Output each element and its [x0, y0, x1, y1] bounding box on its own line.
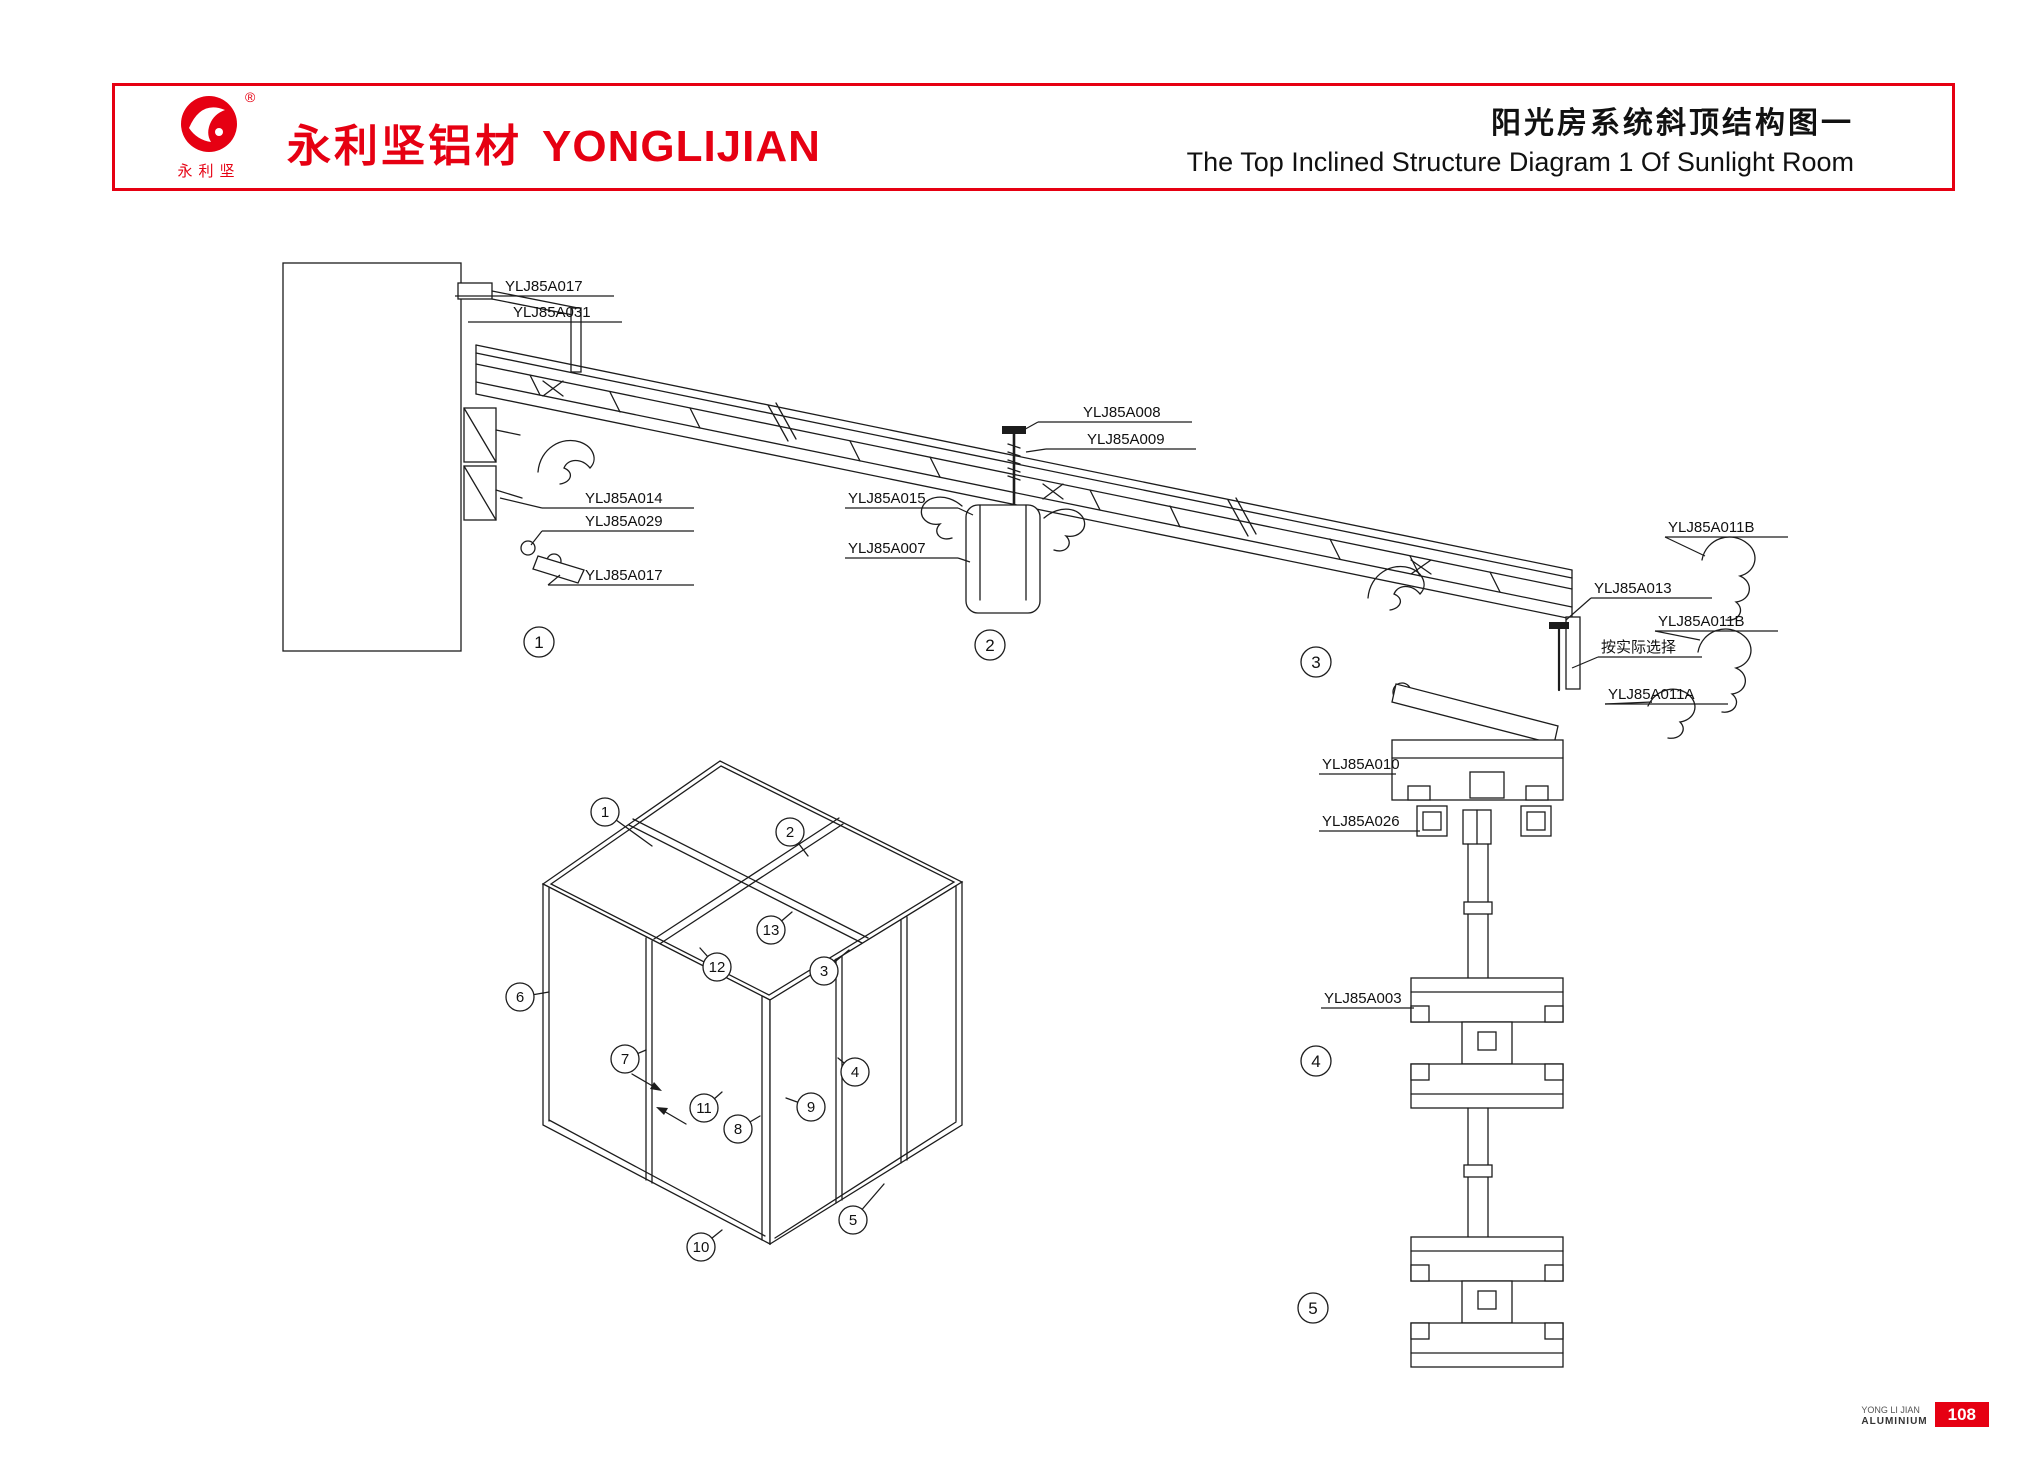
iso-callout-number: 6 [516, 989, 524, 1006]
mullion-tube [1463, 843, 1493, 979]
iso-callout: 12 [702, 952, 732, 982]
iso-callout: 6 [505, 982, 535, 1012]
detail-marker: 4 [1300, 1045, 1332, 1077]
mullion-section [1410, 1236, 1564, 1368]
ornament-wing-icon [920, 496, 963, 540]
detail-marker-number: 2 [985, 636, 994, 655]
logo-dot-icon [215, 128, 223, 136]
part-label: YLJ85A009 [1087, 431, 1165, 448]
logo-seal-text: 永利坚 [177, 163, 240, 180]
detail-marker: 5 [1297, 1292, 1329, 1324]
detail-2-parts [920, 426, 1086, 614]
wall-section [282, 262, 462, 652]
page-number-badge: 108 [1934, 1402, 1989, 1427]
iso-callout: 13 [756, 915, 786, 945]
ornament-wing-icon [1043, 508, 1086, 552]
part-label: YLJ85A010 [1322, 756, 1400, 773]
iso-callout: 8 [723, 1114, 753, 1144]
part-labels: YLJ85A017 YLJ85A031 YLJ85A014 YLJ85A029 … [455, 278, 1788, 1009]
iso-callout-number: 3 [820, 963, 828, 980]
iso-callout: 3 [809, 956, 839, 986]
detail-marker: 2 [974, 629, 1006, 661]
detail-marker: 1 [523, 626, 555, 658]
page-title-cn: 阳光房系统斜顶结构图一 [1491, 107, 1854, 140]
direction-arrow-icon [631, 1073, 687, 1125]
iso-callout: 10 [686, 1232, 716, 1262]
x-brace-icon [542, 380, 1432, 575]
iso-callouts: 1 2 13 12 3 6 7 4 11 9 8 5 10 [505, 797, 870, 1262]
part-label: YLJ85A031 [513, 304, 591, 321]
page-title-en: The Top Inclined Structure Diagram 1 Of … [1186, 147, 1854, 177]
detail-marker-number: 3 [1311, 653, 1320, 672]
logo-helmet-icon [189, 107, 225, 142]
page-header: ® 永利坚 永利坚铝材 YONGLIJIAN 阳光房系统斜顶结构图一 The T… [112, 83, 1955, 191]
inclined-rafter [475, 344, 1573, 620]
break-mark-icon [767, 402, 1257, 537]
iso-callout: 11 [689, 1093, 719, 1123]
detail-1-parts [463, 407, 595, 584]
gutter-profile-icon [1647, 688, 1696, 739]
page-footer: YONG LI JIAN ALUMINIUM 108 [1861, 1402, 1989, 1427]
mullion-tube [1463, 1107, 1493, 1238]
registered-mark: ® [245, 89, 256, 105]
iso-callout: 4 [840, 1057, 870, 1087]
detail-marker: 3 [1300, 646, 1332, 678]
wall-bracket [457, 282, 582, 373]
gutter-profile-icon [1701, 536, 1756, 621]
iso-callout: 2 [775, 817, 805, 847]
iso-callout-number: 9 [807, 1099, 815, 1116]
part-label: YLJ85A017 [505, 278, 583, 295]
gutter-profile-icon [1697, 628, 1752, 713]
brand-name: 永利坚铝材 YONGLIJIAN [287, 110, 821, 174]
part-label: YLJ85A026 [1322, 813, 1400, 830]
iso-callout-number: 2 [786, 824, 794, 841]
part-label: YLJ85A003 [1324, 990, 1402, 1007]
part-label: 按实际选择 [1601, 639, 1676, 656]
brand-name-en: YONGLIJIAN [542, 122, 821, 171]
isometric-sunroom [541, 760, 964, 1246]
footer-company: YONG LI JIAN ALUMINIUM [1861, 1405, 1927, 1427]
iso-callout: 1 [590, 797, 620, 827]
brand-logo: ® 永利坚 [177, 89, 256, 180]
iso-callout-number: 11 [696, 1100, 712, 1117]
part-label: YLJ85A011A [1608, 686, 1694, 703]
part-label: YLJ85A014 [585, 490, 663, 507]
iso-callout-number: 7 [621, 1051, 629, 1068]
part-label: YLJ85A007 [848, 540, 926, 557]
page-title: 阳光房系统斜顶结构图一 The Top Inclined Structure D… [1187, 98, 1854, 178]
iso-callout-number: 8 [734, 1121, 742, 1138]
detail-markers: 1 2 3 4 5 [523, 626, 1332, 1324]
part-label: YLJ85A013 [1594, 580, 1672, 597]
part-label: YLJ85A008 [1083, 404, 1161, 421]
part-label: YLJ85A011B [1658, 613, 1744, 630]
iso-callout-number: 12 [709, 959, 726, 976]
ornament-bracket-icon [1367, 565, 1425, 611]
detail-marker-number: 5 [1308, 1299, 1317, 1318]
iso-callout: 5 [838, 1205, 868, 1235]
ornament-bracket-icon [537, 439, 595, 485]
footer-company-line1: YONG LI JIAN [1861, 1405, 1920, 1415]
connector-set [1416, 805, 1552, 845]
detail-marker-number: 1 [534, 633, 543, 652]
iso-callout: 7 [610, 1044, 640, 1074]
iso-callout: 9 [796, 1092, 826, 1122]
iso-callout-number: 4 [851, 1064, 859, 1081]
footer-company-line2: ALUMINIUM [1861, 1416, 1928, 1427]
part-label: YLJ85A011B [1668, 519, 1754, 536]
part-label: YLJ85A029 [585, 513, 663, 530]
detail-marker-number: 4 [1311, 1052, 1320, 1071]
part-label: YLJ85A017 [585, 567, 663, 584]
eave-beam-section [1391, 739, 1564, 801]
iso-callout-number: 13 [763, 922, 780, 939]
part-label: YLJ85A015 [848, 490, 926, 507]
iso-callout-number: 1 [601, 804, 609, 821]
iso-callout-number: 10 [693, 1239, 710, 1256]
iso-callout-number: 5 [849, 1212, 857, 1229]
mullion-section [1410, 977, 1564, 1109]
brand-name-cn: 永利坚铝材 [287, 122, 522, 171]
